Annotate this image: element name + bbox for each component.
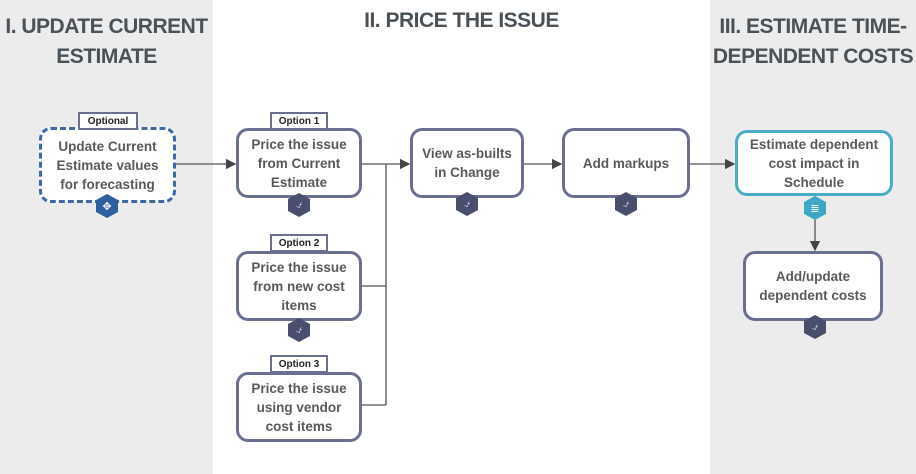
section-title-schedule: III. ESTIMATE TIME- DEPENDENT COSTS: [710, 12, 916, 72]
section-panel-schedule: [710, 0, 916, 474]
section-title-price: II. PRICE THE ISSUE: [213, 6, 710, 36]
title-line: ESTIMATE: [56, 45, 157, 68]
tag-optional: Optional: [78, 112, 138, 130]
estimate-icon: ✥: [96, 194, 118, 218]
section-title-update: I. UPDATE CURRENT ESTIMATE: [0, 12, 213, 72]
title-line: I. UPDATE CURRENT: [5, 15, 208, 38]
node-update-estimate[interactable]: Update Current Estimate values for forec…: [39, 127, 176, 203]
node-text: Add markups: [582, 155, 670, 171]
cost-icon: ⍻: [804, 315, 826, 339]
node-option-2[interactable]: Price the issue from new cost items: [236, 251, 362, 321]
node-add-markups[interactable]: Add markups: [562, 128, 690, 198]
node-text: Price the issue from Current Estimate: [251, 136, 347, 190]
node-option-1[interactable]: Price the issue from Current Estimate: [236, 128, 362, 198]
cost-icon: ⍻: [456, 192, 478, 216]
section-panel-update: [0, 0, 213, 474]
title-line: II. PRICE THE ISSUE: [364, 9, 559, 32]
node-text: Estimate dependent cost impact in Schedu…: [749, 136, 879, 190]
node-text: Update Current Estimate values for forec…: [56, 138, 159, 192]
tag-option-3: Option 3: [270, 355, 328, 373]
node-text: View as-builts in Change: [422, 146, 512, 180]
node-text: Price the issue from new cost items: [251, 259, 347, 313]
node-dependent-costs[interactable]: Add/update dependent costs: [743, 251, 883, 321]
cost-icon: ⍻: [288, 193, 310, 217]
node-estimate-schedule[interactable]: Estimate dependent cost impact in Schedu…: [735, 130, 893, 196]
title-line: III. ESTIMATE TIME-: [719, 15, 907, 38]
node-option-3[interactable]: Price the issue using vendor cost items: [236, 372, 362, 442]
title-line: DEPENDENT COSTS: [712, 45, 914, 68]
cost-icon: ⍻: [615, 192, 637, 216]
tag-option-2: Option 2: [270, 234, 328, 252]
node-text: Price the issue using vendor cost items: [251, 380, 347, 434]
schedule-icon: ≣: [804, 196, 826, 220]
node-text: Add/update dependent costs: [759, 269, 867, 303]
tag-option-1: Option 1: [270, 112, 328, 130]
cost-icon: ⍻: [288, 318, 310, 342]
node-view-asbuilts[interactable]: View as-builts in Change: [410, 128, 524, 198]
